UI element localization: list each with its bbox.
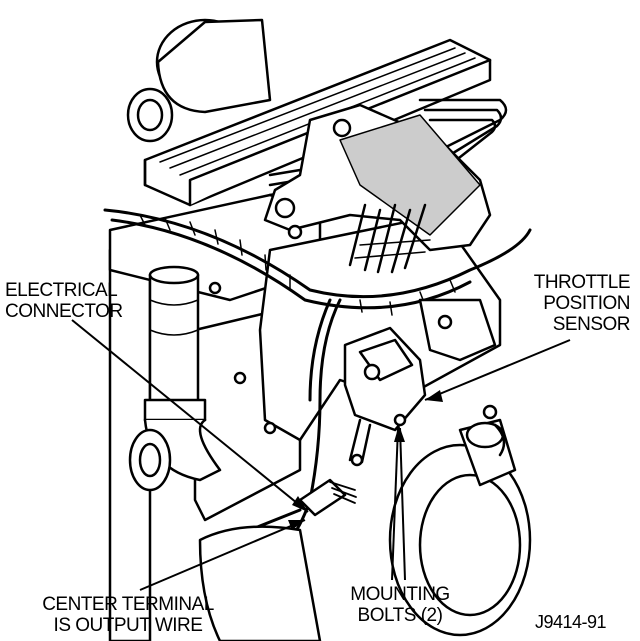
alternator	[388, 418, 532, 637]
arrowheads	[288, 390, 443, 530]
air-cleaner-housing	[126, 18, 272, 143]
center-terminal-label: CENTER TERMINAL IS OUTPUT WIRE	[42, 594, 214, 636]
mounting-bolts-label: MOUNTING BOLTS (2)	[350, 584, 450, 626]
lower-cover	[198, 525, 322, 641]
cable-bundle	[348, 203, 431, 274]
leader-lines	[71, 319, 571, 591]
throttle-body	[263, 103, 492, 252]
bolts	[208, 281, 498, 467]
right-bracket	[418, 298, 497, 362]
electrical-connector-label: ELECTRICAL CONNECTOR	[5, 280, 123, 322]
tps-sensor	[343, 326, 427, 464]
electrical-connector	[298, 478, 357, 517]
throttle-position-sensor-label: THROTTLE POSITION SENSOR	[533, 272, 631, 335]
figure-id: J9414-91	[535, 612, 607, 632]
